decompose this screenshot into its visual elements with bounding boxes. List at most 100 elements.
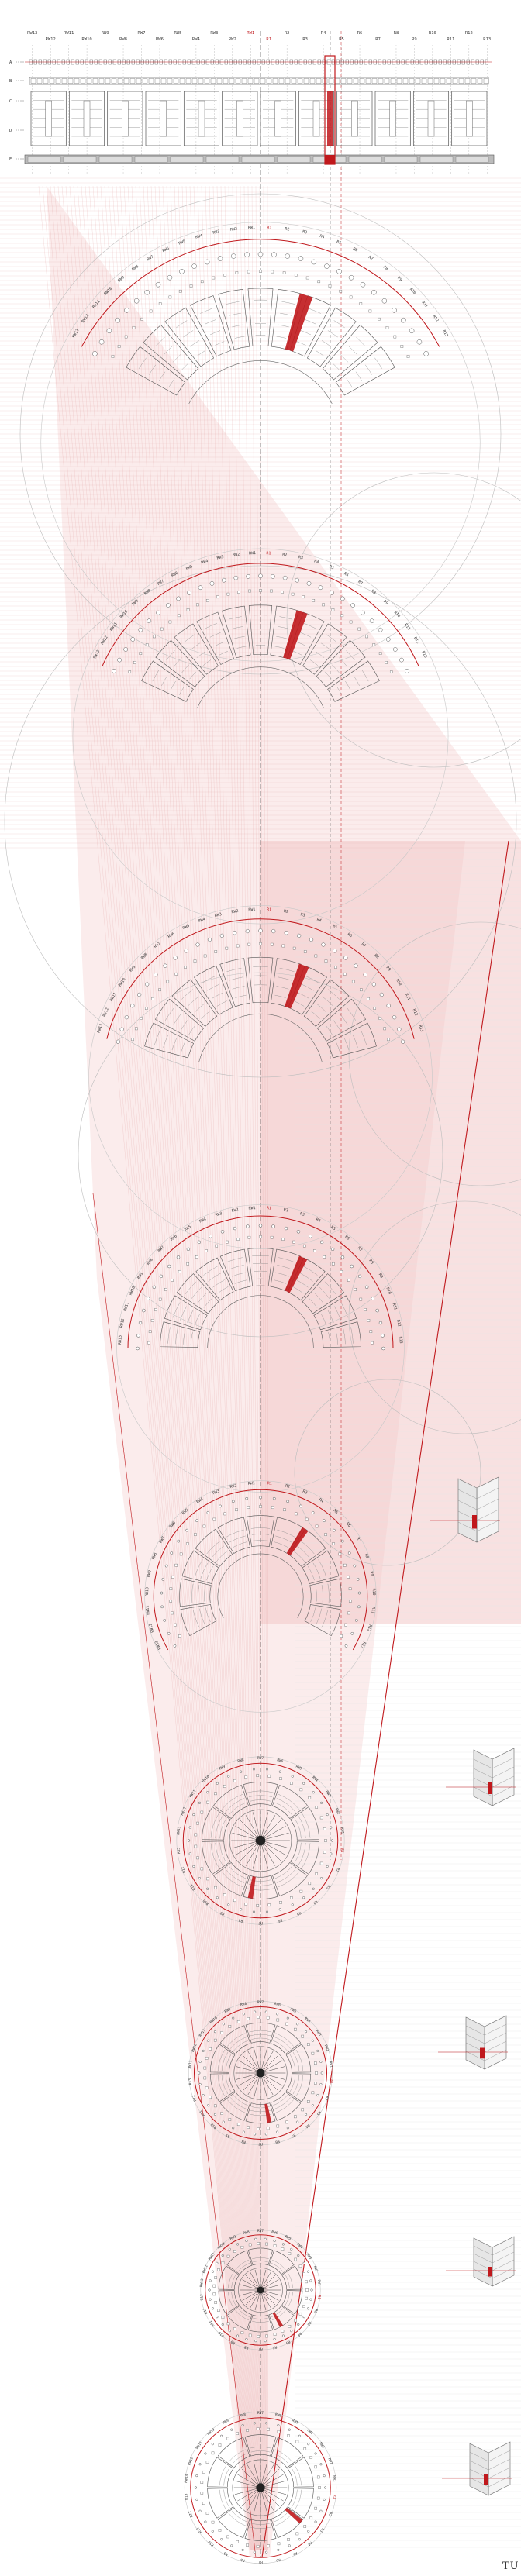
meander-arc	[229, 1265, 244, 1270]
hub	[257, 2286, 264, 2294]
meander-arc	[208, 1273, 222, 1282]
radial-label: RW9	[136, 1272, 144, 1280]
bead-ring-square	[281, 1238, 285, 1241]
construction-line	[189, 185, 262, 2550]
meander-arc	[276, 986, 289, 990]
construction-line	[123, 185, 257, 2550]
meander-core	[351, 100, 358, 137]
highlight-sector	[272, 2312, 284, 2327]
bead-ring-square	[111, 355, 115, 358]
meander-sector	[174, 623, 219, 675]
inner-ring	[233, 2046, 288, 2100]
row-marker-label: C	[9, 99, 12, 104]
radial-label: RW8	[131, 264, 140, 272]
bead-ring-dot	[371, 982, 376, 987]
meander-block	[336, 91, 373, 146]
spoke	[242, 2291, 258, 2301]
base-cell	[419, 156, 454, 163]
meander-sector	[144, 1022, 195, 1059]
cell	[129, 78, 136, 84]
meander-arc	[203, 1298, 212, 1308]
meander-arc	[218, 2049, 226, 2071]
meander-sector	[190, 295, 232, 357]
radial-label: R1	[340, 1848, 345, 1853]
spoke	[232, 1832, 257, 1840]
meander-arc	[229, 616, 242, 620]
bead-ring-square	[303, 2525, 307, 2528]
bead-ring-square	[147, 1341, 150, 1345]
elevation-top-label: R11	[447, 37, 454, 42]
meander-arc	[174, 657, 182, 666]
bead-ring-square	[267, 1774, 271, 1778]
meander-arc	[233, 2040, 248, 2051]
stage-main-arc	[102, 563, 419, 666]
radial-label: RW6	[277, 1758, 285, 1764]
meander-sector	[244, 2519, 277, 2541]
meander-arc	[210, 1813, 219, 1838]
bead-ring-dot	[207, 2039, 210, 2042]
bead-ring-square	[215, 1244, 219, 1248]
spoke	[263, 2060, 283, 2071]
radial-label: R5	[333, 1508, 339, 1514]
radial-label: RW2	[230, 227, 238, 232]
highlight-sector	[285, 293, 313, 352]
radial-label: R9	[378, 1273, 384, 1279]
bead-ring-dot	[173, 956, 178, 960]
meander-arc	[249, 2030, 272, 2033]
cell	[191, 78, 198, 84]
meander-arc	[345, 680, 351, 690]
bead-ring-dot	[211, 2307, 215, 2310]
radial-label: RW8	[243, 2230, 250, 2236]
cell	[433, 78, 440, 84]
meander-arc	[205, 1607, 211, 1622]
bead-ring-square	[267, 2544, 271, 2548]
bead-ring-dot	[228, 2247, 231, 2251]
meander-arc	[295, 2075, 303, 2097]
bead-ring-dot	[220, 2434, 223, 2437]
bead-ring-dot	[241, 2548, 244, 2551]
radial-label: RW4	[195, 233, 203, 239]
bead-ring-square	[311, 2091, 315, 2095]
bead-ring-dot	[167, 1264, 171, 1269]
meander-arc	[278, 324, 289, 328]
bead-ring-square	[331, 608, 335, 611]
spoke	[261, 2292, 271, 2309]
radial-label: RW4	[196, 1497, 205, 1505]
bead-ring-dot	[119, 1027, 124, 1031]
meander-arc	[274, 646, 285, 649]
bead-ring-square	[246, 2429, 249, 2432]
bead-ring-square	[139, 1017, 143, 1020]
bead-ring-square	[228, 2025, 232, 2028]
spoke	[240, 1820, 258, 1838]
bead-ring-dot	[219, 1504, 222, 1508]
spoke	[247, 2051, 259, 2071]
meander-arc	[247, 1790, 274, 1793]
radial-label: RW3	[214, 912, 222, 918]
spoke	[263, 2054, 279, 2071]
bead-ring-dot	[130, 1004, 135, 1008]
meander-sector	[207, 2457, 234, 2488]
spoke	[263, 2474, 284, 2486]
radial-label: R6	[272, 2344, 278, 2350]
bead-ring-square	[200, 280, 204, 284]
bead-ring-dot	[163, 963, 167, 968]
radial-label: RW11	[123, 1302, 130, 1312]
meander-sector	[316, 998, 367, 1042]
bead-ring-dot	[357, 1591, 361, 1595]
radial-label: R7	[357, 580, 363, 586]
bead-ring-square	[303, 2447, 307, 2450]
spoke	[263, 1843, 281, 1861]
iso-floor	[473, 1786, 493, 1797]
construction-line	[251, 185, 267, 2550]
bead-ring-dot	[219, 933, 225, 938]
bead-ring-square	[256, 1904, 260, 1907]
construction-line	[267, 185, 268, 2550]
bead-ring-dot	[206, 1510, 210, 1514]
bead-ring-square	[256, 1774, 260, 1777]
bead-ring-square	[214, 1792, 217, 1796]
meander-arc	[327, 1310, 334, 1323]
bead-ring-square	[247, 270, 250, 274]
elevation-top-label: R1	[266, 37, 271, 42]
highlight-sector	[285, 1255, 308, 1293]
bead-ring-dot	[207, 2104, 210, 2107]
